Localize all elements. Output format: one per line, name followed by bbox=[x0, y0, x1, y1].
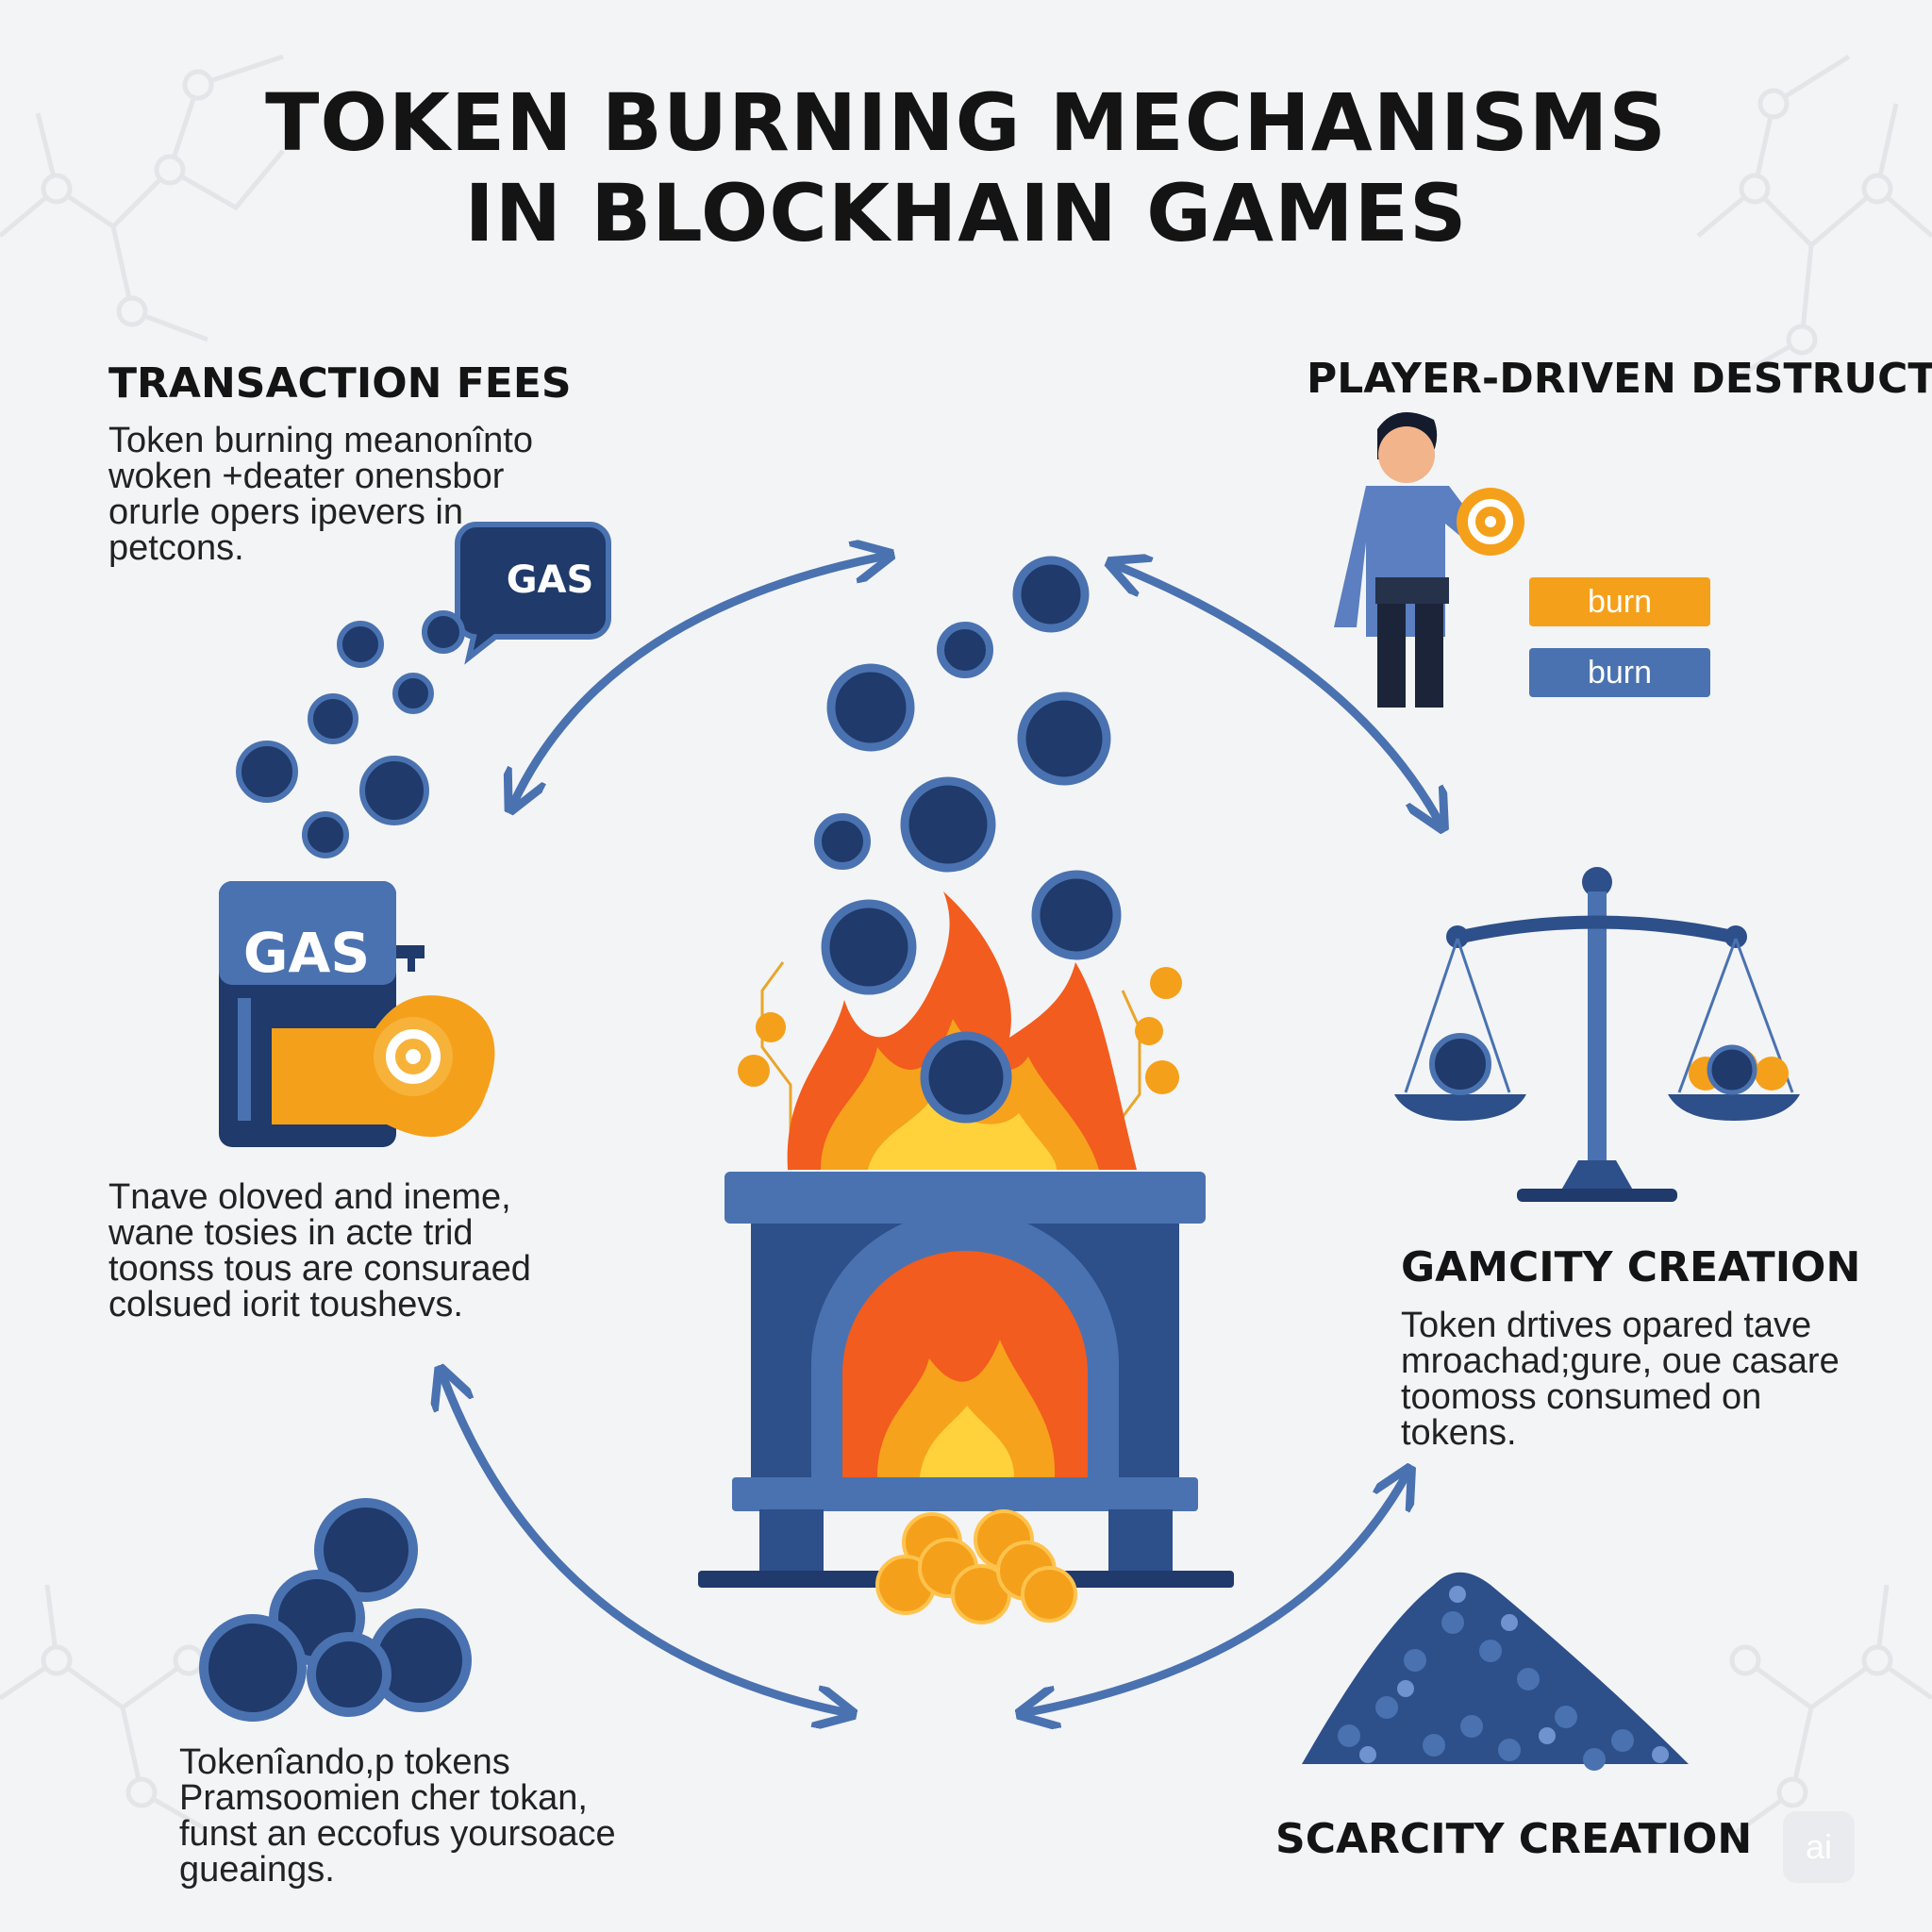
transaction-fees-line-3: orurle opers ipevers in bbox=[108, 492, 463, 532]
burn-button-orange[interactable]: burn bbox=[1529, 577, 1710, 626]
gamcity-line-4: tokens. bbox=[1401, 1413, 1517, 1453]
fireplace bbox=[698, 1172, 1234, 1588]
transaction-fees-line-4: petcons. bbox=[108, 528, 244, 568]
title-line-2: IN BLOCKHAIN GAMES bbox=[464, 167, 1468, 259]
orange-circuit-coins bbox=[738, 961, 1182, 1141]
gamcity-line-3: toomoss consumed on bbox=[1401, 1377, 1762, 1417]
transaction-fees-line-2: woken +deater onensbor bbox=[108, 457, 505, 496]
gas-bubble-label: GAS bbox=[507, 558, 594, 602]
left-middle-line-4: colsued iorit toushevs. bbox=[108, 1285, 463, 1324]
burning-coin bbox=[920, 1031, 1012, 1124]
burn-button-blue[interactable]: burn bbox=[1529, 648, 1710, 697]
bottom-left-line-2: Pramsoomien cher tokan, bbox=[179, 1778, 588, 1818]
bottom-left-line-1: Tokenîando,p tokens bbox=[179, 1742, 510, 1782]
falling-coins-center bbox=[814, 556, 1122, 995]
gold-coin-pile bbox=[875, 1509, 1077, 1624]
player-driven-heading: PLAYER-DRIVEN DESTRUCTION bbox=[1307, 355, 1932, 403]
transaction-fees-text: Token burning meanonînto woken +deater o… bbox=[108, 423, 533, 566]
scarcity-heading: SCARCITY CREATION bbox=[1275, 1815, 1753, 1863]
left-middle-line-2: wane tosies in acte trid bbox=[108, 1213, 474, 1253]
gamcity-line-2: mroachad;gure, oue casare bbox=[1401, 1341, 1840, 1381]
watermark-badge: ai bbox=[1783, 1811, 1855, 1883]
bottom-left-text: Tokenîando,p tokens Pramsoomien cher tok… bbox=[179, 1744, 616, 1888]
title-line-1: TOKEN BURNING MECHANISMS bbox=[265, 76, 1667, 169]
arrow-top-right bbox=[1118, 566, 1439, 821]
transaction-fees-line-1: Token burning meanonînto bbox=[108, 421, 533, 460]
gamcity-text: Token drtives opared tave mroachad;gure,… bbox=[1401, 1307, 1840, 1451]
gamcity-heading: GAMCITY CREATION bbox=[1401, 1243, 1861, 1291]
bottom-left-line-3: funst an eccofus yoursoace bbox=[179, 1814, 616, 1854]
arrow-top-left bbox=[514, 557, 882, 802]
transaction-fees-heading: TRANSACTION FEES bbox=[108, 359, 572, 408]
gas-pump-label: GAS bbox=[243, 921, 370, 985]
gas-bubble: GAS bbox=[454, 522, 611, 665]
left-middle-line-1: Tnave oloved and ineme, bbox=[108, 1177, 511, 1217]
left-middle-line-3: toonss tous are consuraed bbox=[108, 1249, 531, 1289]
arrow-bottom-right bbox=[1028, 1476, 1406, 1712]
bottom-left-line-4: gueaings. bbox=[179, 1850, 335, 1890]
arrow-bottom-left bbox=[443, 1377, 844, 1712]
left-middle-text: Tnave oloved and ineme, wane tosies in a… bbox=[108, 1179, 531, 1323]
gamcity-line-1: Token drtives opared tave bbox=[1401, 1306, 1812, 1345]
falling-coins-left bbox=[236, 610, 465, 858]
watermark-text: ai bbox=[1805, 1827, 1833, 1866]
